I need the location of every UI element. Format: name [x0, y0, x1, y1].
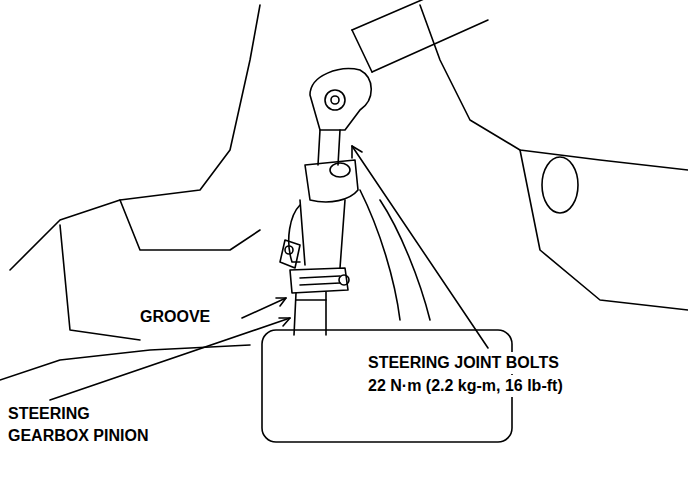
body-panel: [120, 200, 260, 250]
arrowhead: [352, 146, 362, 158]
body-panel: [10, 5, 260, 270]
bolt: [300, 276, 340, 285]
joint-ear: [280, 240, 300, 268]
lower-joint: [300, 200, 345, 268]
bolt-hole: [285, 246, 293, 254]
bolt-head: [330, 163, 350, 177]
part-label: STEERING GEARBOX PINION: [6, 403, 170, 447]
leader-line: [50, 318, 290, 400]
body-hole: [542, 157, 578, 213]
nut: [339, 275, 349, 285]
part-label: STEERING JOINT BOLTS: [366, 352, 561, 374]
steering-shaft: [352, 30, 372, 72]
universal-joint: [310, 69, 371, 130]
body-panel: [420, 5, 688, 170]
intermediate-shaft: [318, 130, 340, 165]
part-label: GROOVE: [138, 306, 212, 328]
leader-line: [352, 146, 488, 348]
pinion-groove: [296, 299, 326, 301]
arrowhead: [279, 318, 290, 326]
lower-yoke: [305, 160, 358, 202]
body-panel: [60, 225, 140, 340]
joint-pin: [331, 96, 339, 104]
steering-shaft: [352, 0, 488, 72]
gearbox-pinion: [294, 292, 326, 335]
torque-spec: 22 N·m (2.2 kg-m, 16 lb-ft): [366, 375, 565, 397]
joint-pin: [325, 90, 345, 110]
body-panel: [520, 150, 688, 310]
arrowhead: [276, 298, 286, 306]
pinion-clamp: [290, 268, 348, 293]
leader-line: [242, 298, 286, 318]
